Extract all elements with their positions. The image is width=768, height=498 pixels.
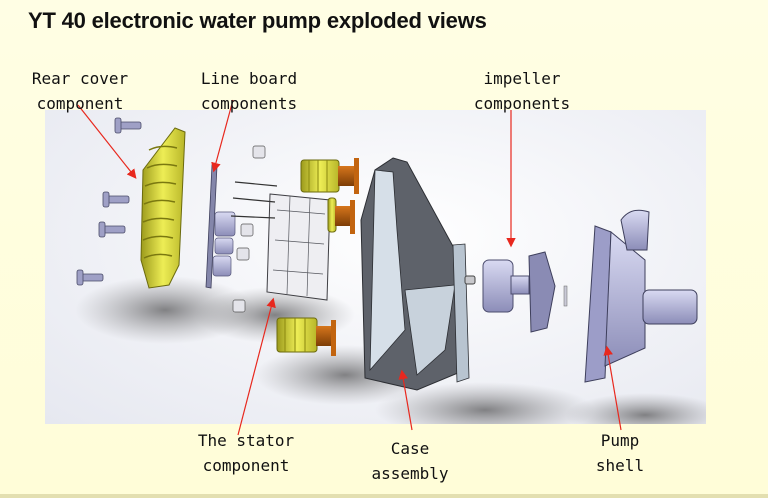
label-line: Case (390, 439, 430, 458)
bushing (232, 145, 266, 313)
pump-shell-part (584, 209, 698, 383)
label-line: assembly (371, 464, 449, 483)
screw (98, 221, 126, 238)
label-line: components (473, 94, 571, 113)
label-line: Rear cover (31, 69, 129, 88)
impeller-part (482, 251, 568, 333)
coil (276, 317, 336, 356)
label-line: component (36, 94, 124, 113)
shadow (565, 393, 706, 424)
stator-part (230, 181, 331, 301)
shadow (375, 382, 595, 424)
exploded-view-drawing (75, 117, 706, 424)
label-line: component (202, 456, 290, 475)
screw (114, 117, 142, 134)
page-title: YT 40 electronic water pump exploded vie… (28, 8, 487, 33)
label-line: Pump (600, 431, 640, 450)
rear-cover-part (140, 127, 186, 289)
case-assembly-part (360, 157, 476, 391)
line-board-part (205, 164, 236, 289)
screw (102, 191, 130, 208)
label-line-board-components: Line board components (172, 66, 326, 116)
label-stator-component: The stator component (184, 428, 308, 478)
coil (300, 158, 359, 194)
label-line: Line board (200, 69, 298, 88)
slide-bottom-border (0, 494, 768, 498)
label-rear-cover-component: Rear cover component (20, 66, 140, 116)
label-pump-shell: Pump shell (578, 428, 662, 478)
screw (76, 269, 104, 286)
exploded-view-render (45, 110, 706, 424)
label-line: impeller (483, 69, 561, 88)
label-impeller-components: impeller components (458, 66, 586, 116)
label-case-assembly: Case assembly (354, 436, 466, 486)
label-line: The stator (197, 431, 295, 450)
label-line: components (200, 94, 298, 113)
coil (327, 197, 355, 234)
label-line: shell (595, 456, 645, 475)
